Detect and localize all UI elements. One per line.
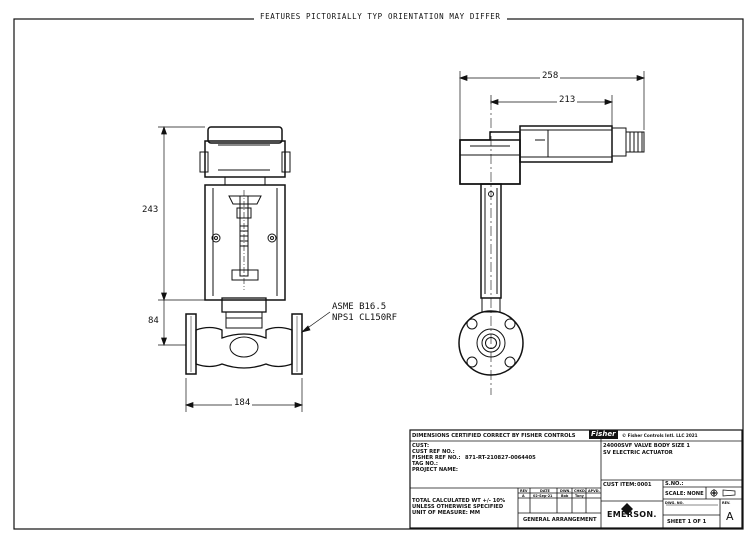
general-arrangement-label: GENERAL ARRANGEMENT [523,517,597,523]
cust-ref-label: CUST REF NO.: [412,449,455,455]
header-note-features: FEATURES PICTORIALLY TYPICAL [254,12,410,21]
rev-table-header-rev: REV [520,489,528,493]
sheet-number: SHEET 1 OF 1 [667,519,707,525]
fisher-ref-value: 871-RT-210827-0064405 [465,455,536,461]
rev-table-header-apvd: APVD. [588,489,600,493]
weight-note-line1: TOTAL CALCULATED WT +/- 10% [412,498,506,504]
rev-table-cell-dwn: Bob [561,494,569,498]
sno-label: S.NO.: [665,481,684,487]
connection-note-line1: ASME B16.5 [332,302,387,312]
dim-face-to-face: 184 [232,398,253,408]
project-label: PROJECT NAME: [412,467,458,473]
header-note-orientation: ORIENTATION MAY DIFFER [382,12,507,21]
description-line1: 24000SVF VALVE BODY SIZE 1 [603,443,691,449]
rev-table-header-chkd: CHKD. [574,489,587,493]
rev-table-header-dwn: DWN. [560,489,571,493]
tag-label: TAG NO.: [412,461,438,467]
copyright-note: © Fisher Controls Intl. LLC 2021 [622,433,698,438]
scale-label: SCALE: [665,491,686,497]
rev-table-cell-rev: A [522,494,525,498]
rev-value: A [726,510,734,523]
emerson-logo: EMERSON. [607,510,657,519]
fisher-logo: Fisher [589,430,618,439]
cust-item-label: CUST ITEM: [603,482,637,488]
front-view-valve [185,126,303,375]
rev-label: REV. [722,501,731,505]
dim-actuator-height: 243 [140,205,161,215]
fisher-ref-label: FISHER REF NO.: [412,455,461,461]
projection-symbol-icon [710,489,736,497]
dim-overall-length: 258 [540,71,561,81]
side-view-valve [458,100,645,395]
connection-note-line2: NPS1 CL150RF [332,313,398,323]
title-block-grid [409,429,743,529]
description-line2: SV ELECTRIC ACTUATOR [603,450,673,456]
rev-table-cell-chkd: Tony [575,494,584,498]
cust-item-value: 0001 [637,482,652,488]
scale-value: NONE [687,491,704,497]
dwg-label: DWG. NO. [665,501,684,505]
rev-table-cell-date: 02-Sep-21 [533,494,553,498]
emerson-logo-icon [621,503,633,515]
dim-body-height: 84 [146,316,161,326]
weight-note-line3: UNIT OF MEASURE: MM [412,510,480,516]
certified-note: DIMENSIONS CERTIFIED CORRECT BY FISHER C… [412,433,576,439]
dim-actuator-length: 213 [557,95,578,105]
weight-note-line2: UNLESS OTHERWISE SPECIFIED [412,504,504,510]
connection-note: ASME B16.5 NPS1 CL150RF [332,302,397,324]
rev-table-header-date: DATE [540,489,550,493]
cust-label: CUST: [412,443,430,449]
